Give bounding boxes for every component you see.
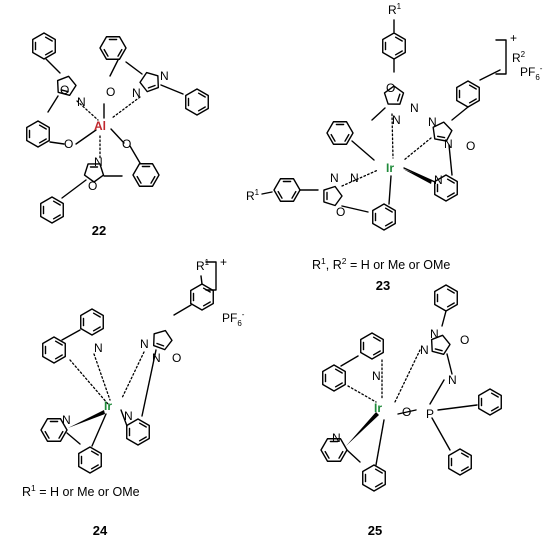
atom-n: N [94, 155, 103, 169]
atom-o: O [64, 137, 73, 151]
compound-label: 22 [92, 223, 106, 238]
compound-25: N N N O N O P N Ir 25 [320, 284, 502, 538]
compound-label: 24 [93, 523, 108, 538]
atom-o: O [60, 83, 69, 97]
atom-o: O [106, 85, 115, 99]
atom-o: O [402, 405, 411, 419]
atom-n: N [430, 327, 439, 341]
counterion-pf6: PF6- [222, 310, 245, 328]
atom-n: N [152, 351, 161, 365]
atom-n: N [428, 115, 437, 129]
atom-n: N [330, 171, 339, 185]
substituent-r1: R1 [246, 188, 260, 203]
atom-o: O [172, 351, 181, 365]
compound-23: R1 R2 R1 O N N N N O N N N [246, 2, 543, 293]
atom-o: O [88, 179, 97, 193]
compound-22: O O N N N O O N O Al 22 [26, 32, 209, 238]
atom-o: O [386, 81, 395, 95]
atom-n: N [410, 101, 419, 115]
atom-n: N [372, 369, 381, 383]
substituent-r1: R1 [196, 258, 210, 273]
atom-n: N [132, 86, 141, 100]
atom-n: N [160, 69, 169, 83]
compound-label: 23 [376, 278, 390, 293]
atom-n: N [62, 413, 71, 427]
metal-center-ir: Ir [386, 161, 394, 175]
atom-o: O [460, 333, 469, 347]
atom-n: N [448, 373, 457, 387]
substituent-r2: R2 [512, 50, 526, 65]
atom-o: O [466, 139, 475, 153]
charge-plus: + [220, 255, 227, 269]
atom-p: P [426, 407, 434, 421]
atom-n: N [392, 113, 401, 127]
charge-plus: + [510, 31, 517, 45]
compound-label: 25 [368, 523, 382, 538]
atom-n: N [332, 431, 341, 445]
atom-o: O [336, 205, 345, 219]
atom-n: N [94, 341, 103, 355]
atom-n: N [77, 95, 86, 109]
atom-o: O [122, 137, 131, 151]
substituent-note: R1, R2 = H or Me or OMe [312, 256, 450, 272]
substituent-r1: R1 [388, 2, 402, 17]
counterion-pf6: PF6- [520, 64, 543, 82]
metal-center-ir: Ir [104, 399, 112, 413]
atom-n: N [140, 337, 149, 351]
atom-n: N [434, 173, 443, 187]
atom-n: N [350, 171, 359, 185]
atom-n: N [444, 137, 453, 151]
metal-center-al: Al [94, 119, 106, 133]
metal-center-ir: Ir [374, 401, 382, 415]
compound-24: R1 + PF6- N N N O N N Ir R1 = H or Me or… [22, 255, 245, 538]
substituent-note: R1 = H or Me or OMe [22, 483, 140, 499]
atom-n: N [124, 409, 133, 423]
atom-n: N [420, 343, 429, 357]
